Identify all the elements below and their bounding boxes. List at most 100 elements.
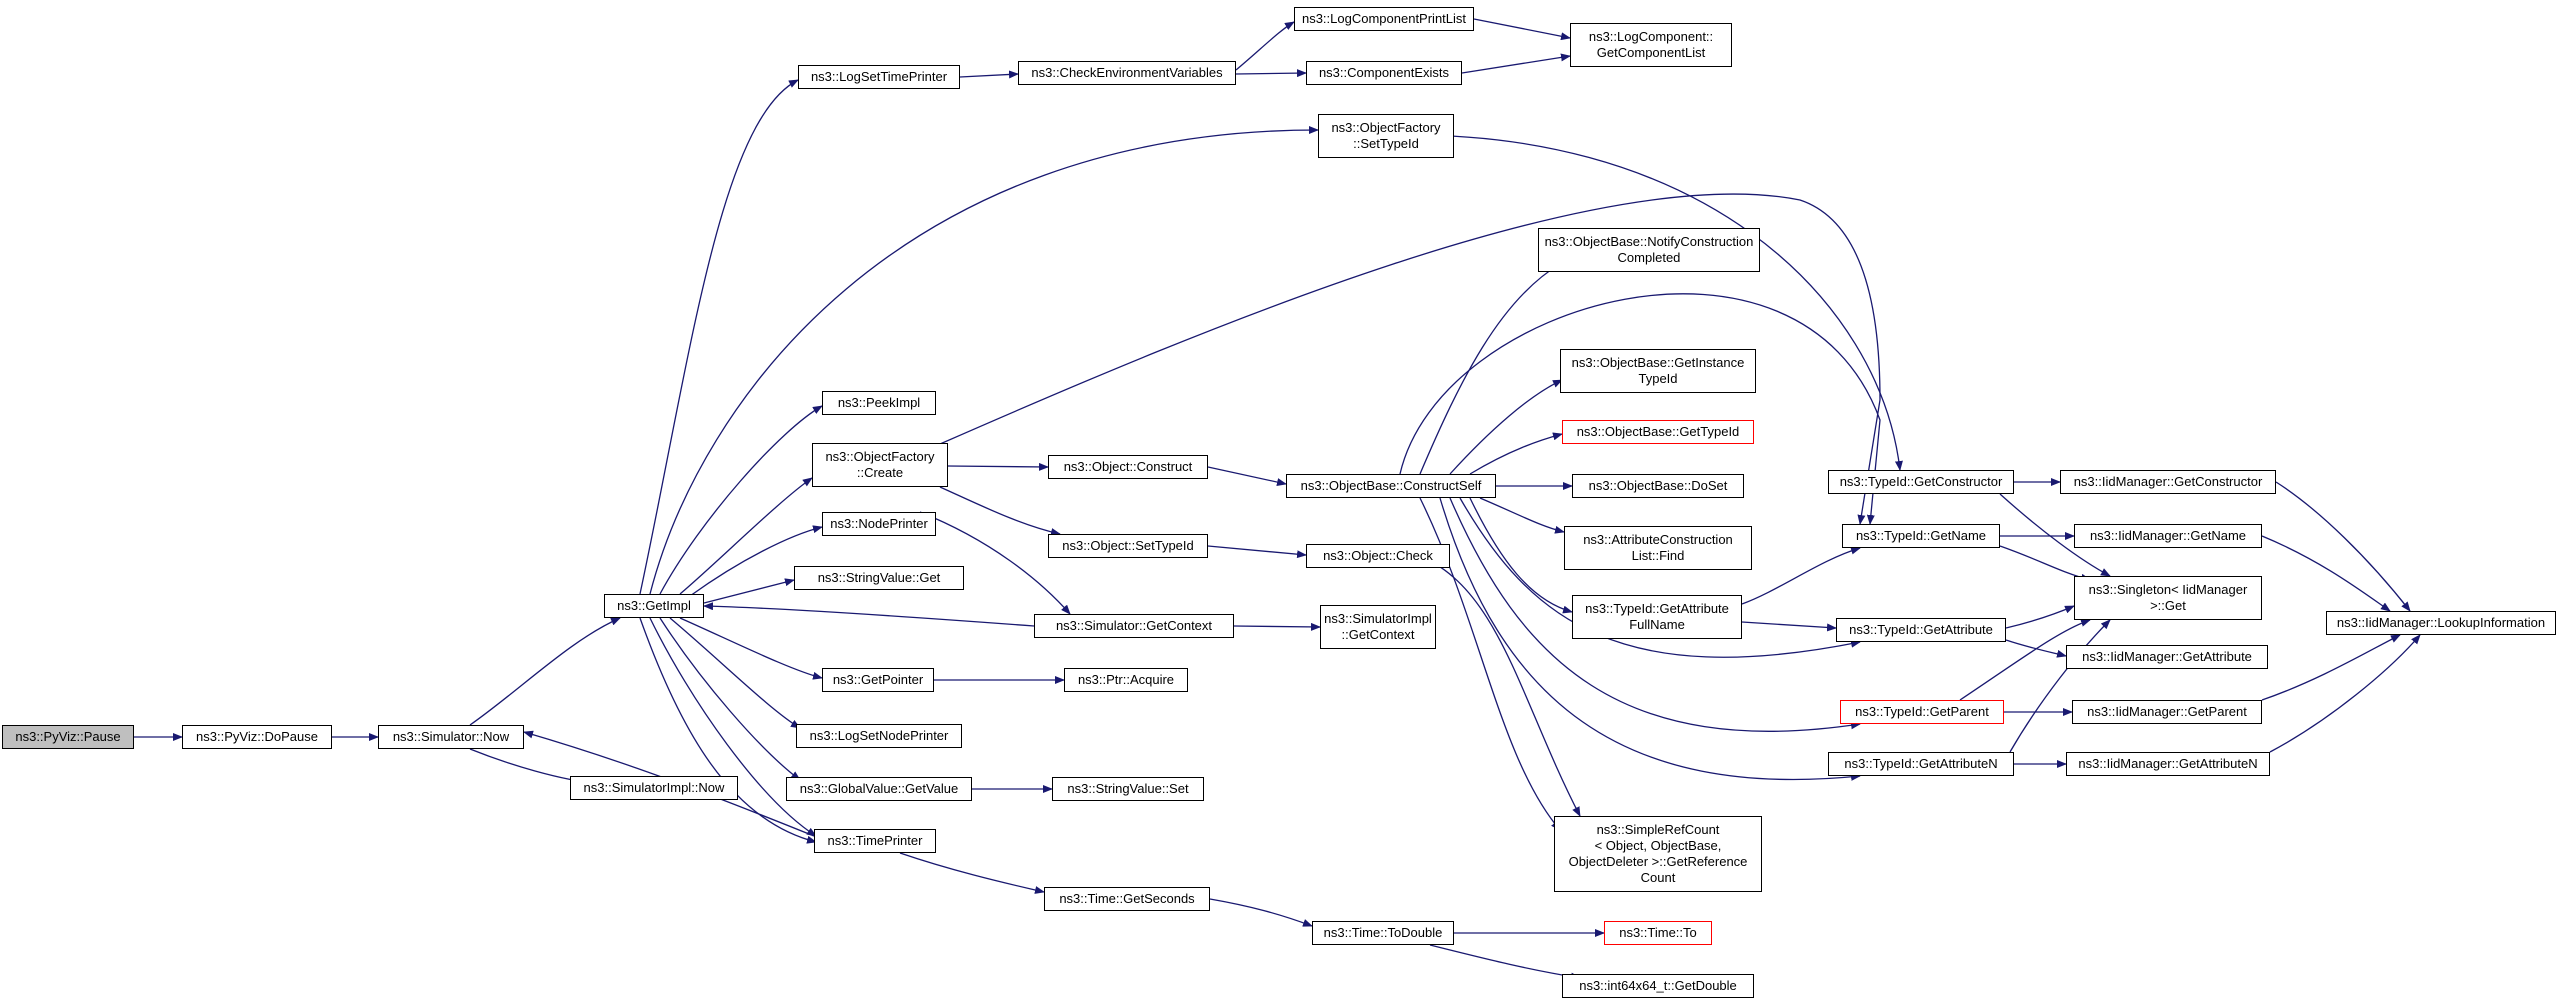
edge-create-to-tid-getname: [939, 193, 1881, 525]
node-iidmanager-getattributen[interactable]: ns3::IidManager::GetAttributeN: [2066, 752, 2270, 776]
edge-checkenv-to-exists: [1235, 69, 1307, 78]
edge-construct-to-constructself: [1207, 466, 1287, 486]
edge-getimpl-to-stringvalue-get: [703, 578, 795, 604]
node-objectbase-notifyconstructioncompleted[interactable]: ns3::ObjectBase::NotifyConstruction Comp…: [1538, 228, 1760, 272]
edge-settypeid-to-check: [1207, 545, 1307, 559]
node-singleton-iidmanager-get[interactable]: ns3::Singleton< IidManager >::Get: [2074, 576, 2262, 620]
edge-getcontext-to-simimpl-getcontext: [1233, 622, 1321, 631]
node-getpointer[interactable]: ns3::GetPointer: [822, 668, 934, 692]
edge-iid-getconstructor-to-lookup: [2275, 481, 2411, 612]
node-int64x64-getdouble[interactable]: ns3::int64x64_t::GetDouble: [1562, 974, 1754, 998]
edge-getimpl-to-logsettimeprinter: [639, 79, 799, 595]
node-simulatorimpl-now[interactable]: ns3::SimulatorImpl::Now: [570, 776, 738, 800]
node-typeid-getparent[interactable]: ns3::TypeId::GetParent: [1840, 700, 2004, 724]
edge-attrfullname-to-tid-getname: [1741, 546, 1861, 605]
node-iidmanager-getparent[interactable]: ns3::IidManager::GetParent: [2072, 700, 2262, 724]
node-object-settypeid[interactable]: ns3::Object::SetTypeId: [1048, 534, 1208, 558]
edge-getimpl-to-nodeprinter: [689, 525, 823, 597]
node-typeid-getattribute[interactable]: ns3::TypeId::GetAttribute: [1836, 618, 2006, 642]
edge-constructself-to-gettypeid: [1469, 432, 1563, 475]
node-typeid-getattributen[interactable]: ns3::TypeId::GetAttributeN: [1828, 752, 2014, 776]
node-time-to[interactable]: ns3::Time::To: [1604, 921, 1712, 945]
node-time-todouble[interactable]: ns3::Time::ToDouble: [1312, 921, 1454, 945]
node-simulatorimpl-getcontext[interactable]: ns3::SimulatorImpl ::GetContext: [1320, 605, 1436, 649]
edge-printlist-to-getlist: [1473, 18, 1571, 41]
node-getimpl[interactable]: ns3::GetImpl: [604, 594, 704, 618]
edge-checkenv-to-printlist: [1235, 21, 1295, 71]
node-pyviz-pause: ns3::PyViz::Pause: [2, 725, 134, 749]
edge-tid-getattribute-to-iid-getattribute: [2005, 639, 2067, 658]
edge-getimpl-to-timeprinter-a: [649, 617, 817, 837]
edge-nodeprinter-to-getcontext: [919, 511, 1071, 615]
node-globalvalue-getvalue[interactable]: ns3::GlobalValue::GetValue: [786, 777, 972, 801]
node-nodeprinter[interactable]: ns3::NodePrinter: [822, 512, 936, 536]
edge-constructself-to-tid-getname: [1399, 293, 1881, 525]
edge-tid-getname-to-singleton: [1999, 545, 2091, 582]
edge-getimpl-to-peekimpl: [659, 405, 823, 595]
edge-create-to-construct: [947, 462, 1049, 471]
node-objectbase-getinstancetypeid[interactable]: ns3::ObjectBase::GetInstance TypeId: [1560, 349, 1756, 393]
node-simulator-now[interactable]: ns3::Simulator::Now: [378, 725, 524, 749]
edge-tid-getattribute-to-singleton: [2005, 605, 2075, 629]
node-checkenvironmentvariables[interactable]: ns3::CheckEnvironmentVariables: [1018, 61, 1236, 85]
node-iidmanager-lookupinformation[interactable]: ns3::IidManager::LookupInformation: [2326, 611, 2556, 635]
edge-iid-getname-to-lookup: [2261, 535, 2391, 612]
node-object-check[interactable]: ns3::Object::Check: [1306, 544, 1450, 568]
edge-tid-getattributen-to-singleton: [2009, 619, 2111, 753]
node-logcomponentprintlist[interactable]: ns3::LogComponentPrintList: [1294, 7, 1474, 31]
edge-getseconds-to-todouble: [1209, 898, 1313, 927]
node-object-construct[interactable]: ns3::Object::Construct: [1048, 455, 1208, 479]
edge-tid-getparent-to-singleton: [1959, 619, 2091, 701]
edge-constructself-to-aclfind: [1479, 497, 1565, 534]
edge-iid-getparent-to-lookup: [2261, 634, 2401, 701]
edge-constructself-to-tid-getparent: [1449, 497, 1861, 732]
node-timeprinter[interactable]: ns3::TimePrinter: [814, 829, 936, 853]
node-pyviz-dopause[interactable]: ns3::PyViz::DoPause: [182, 725, 332, 749]
edge-create-to-object-settypeid: [939, 486, 1061, 536]
node-logsettimeprinter[interactable]: ns3::LogSetTimePrinter: [798, 65, 960, 89]
node-objectbase-constructself[interactable]: ns3::ObjectBase::ConstructSelf: [1286, 474, 1496, 498]
node-iidmanager-getconstructor[interactable]: ns3::IidManager::GetConstructor: [2060, 470, 2276, 494]
node-time-getseconds[interactable]: ns3::Time::GetSeconds: [1044, 887, 1210, 911]
node-ptr-acquire[interactable]: ns3::Ptr::Acquire: [1064, 668, 1188, 692]
edge-todouble-to-getdouble: [1429, 944, 1581, 981]
edge-constructself-to-instancetypeid: [1449, 379, 1563, 475]
node-simulator-getcontext[interactable]: ns3::Simulator::GetContext: [1034, 614, 1234, 638]
node-peekimpl[interactable]: ns3::PeekImpl: [822, 391, 936, 415]
edge-getimpl-to-create: [679, 477, 813, 595]
edge-constructself-to-getattrfullname: [1469, 497, 1573, 614]
node-typeid-getname[interactable]: ns3::TypeId::GetName: [1842, 524, 2000, 548]
node-objectfactory-settypeid[interactable]: ns3::ObjectFactory ::SetTypeId: [1318, 114, 1454, 158]
edge-check-to-simplerefcount: [1419, 555, 1581, 817]
edge-tid-getconstructor-to-singleton: [1999, 493, 2111, 577]
node-stringvalue-get[interactable]: ns3::StringValue::Get: [794, 566, 964, 590]
node-iidmanager-getname[interactable]: ns3::IidManager::GetName: [2074, 524, 2262, 548]
node-typeid-getconstructor[interactable]: ns3::TypeId::GetConstructor: [1828, 470, 2014, 494]
edge-getimpl-to-getpointer: [679, 617, 823, 680]
edge-constructself-to-tid-getattributen: [1439, 497, 1861, 781]
edge-getcontext-to-getimpl: [703, 602, 1035, 627]
node-logcomponent-getcomponentlist[interactable]: ns3::LogComponent:: GetComponentList: [1570, 23, 1732, 67]
edge-now-to-getimpl: [469, 617, 621, 726]
node-logsetnodeprinter[interactable]: ns3::LogSetNodePrinter: [796, 724, 962, 748]
node-objectfactory-create[interactable]: ns3::ObjectFactory ::Create: [812, 443, 948, 487]
edge-logsettimeprinter-to-checkenv: [959, 70, 1019, 79]
node-simplerefcount-getreferencecount[interactable]: ns3::SimpleRefCount < Object, ObjectBase…: [1554, 816, 1762, 892]
node-attributeconstructionlist-find[interactable]: ns3::AttributeConstruction List::Find: [1564, 526, 1752, 570]
edge-timeprinter-to-getseconds: [899, 852, 1045, 894]
node-objectbase-doset[interactable]: ns3::ObjectBase::DoSet: [1572, 474, 1744, 498]
node-objectbase-gettypeid[interactable]: ns3::ObjectBase::GetTypeId: [1562, 420, 1754, 444]
edge-getimpl-to-globalvalue: [659, 617, 801, 781]
edge-attrfullname-to-tid-getattribute: [1741, 621, 1837, 632]
node-stringvalue-set[interactable]: ns3::StringValue::Set: [1052, 777, 1204, 801]
node-componentexists[interactable]: ns3::ComponentExists: [1306, 61, 1462, 85]
node-typeid-getattributefullname[interactable]: ns3::TypeId::GetAttribute FullName: [1572, 595, 1742, 639]
edge-iid-getattributen-to-lookup: [2269, 634, 2421, 753]
node-iidmanager-getattribute[interactable]: ns3::IidManager::GetAttribute: [2066, 645, 2268, 669]
edge-getimpl-to-settypeid: [649, 126, 1319, 595]
edge-exists-to-getlist: [1461, 53, 1571, 74]
edge-constructself-to-notify: [1419, 263, 1561, 475]
edge-getimpl-to-timeprinter-b: [639, 617, 817, 844]
